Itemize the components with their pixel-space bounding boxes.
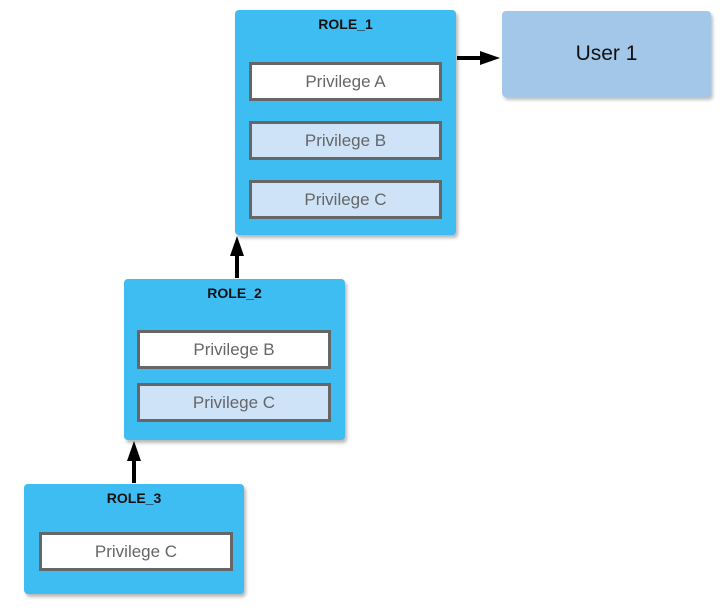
role-3-privilege-c: Privilege C [39,532,233,571]
role-3-box: ROLE_3 Privilege C [24,484,244,594]
role-3-title: ROLE_3 [106,490,162,506]
role-1-privilege-b: Privilege B [249,121,442,160]
role-1-privilege-c: Privilege C [249,180,442,219]
role-2-privilege-b: Privilege B [137,330,331,369]
arrow-role-2-to-role-1 [230,236,244,278]
user-1-box: User 1 [502,11,711,97]
role-1-title: ROLE_1 [318,16,373,32]
role-2-title: ROLE_2 [207,285,262,301]
role-1-box: ROLE_1 Privilege A Privilege B Privilege… [235,10,456,235]
role-2-box: ROLE_2 Privilege B Privilege C [124,279,345,440]
role-1-privilege-a: Privilege A [249,62,442,101]
role-2-privilege-c: Privilege C [137,383,331,422]
arrow-role-1-to-user-1 [457,51,500,65]
arrow-role-3-to-role-2 [127,441,141,483]
